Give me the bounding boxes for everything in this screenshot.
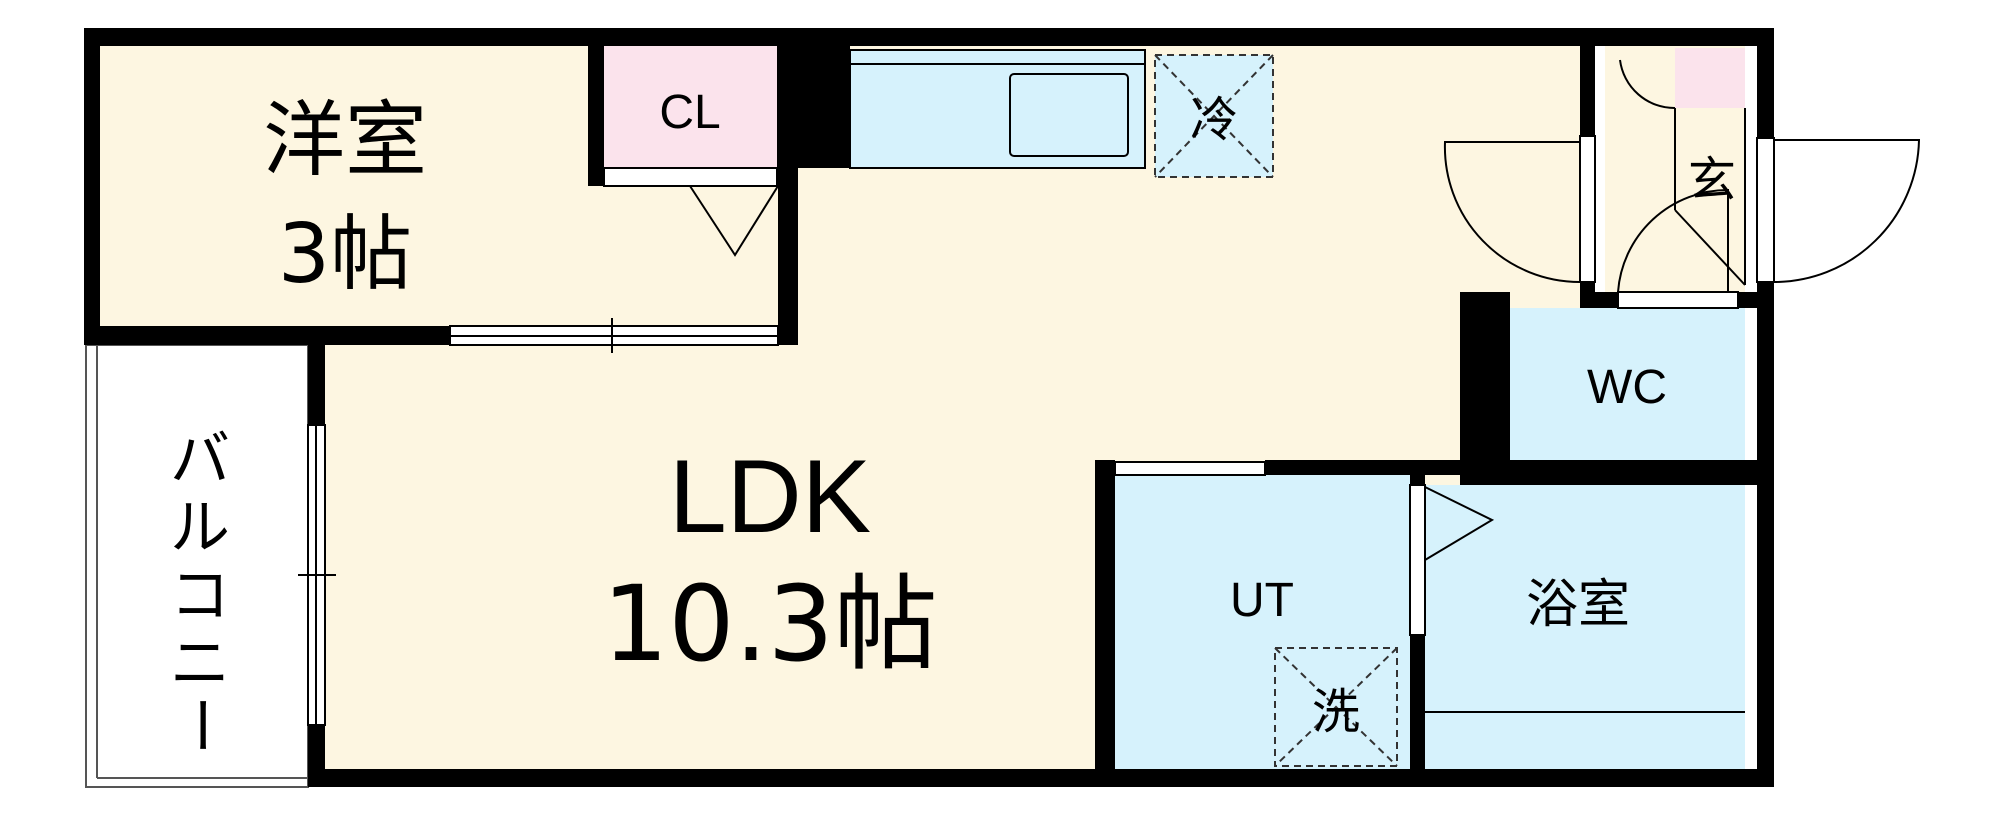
utility-top-opening: [1114, 461, 1266, 476]
entrance-label: 玄: [1688, 152, 1736, 208]
wall-entrance-left-upper: [1580, 46, 1595, 136]
toilet-door-swing: [1617, 188, 1729, 293]
wall-bath-divider-lower: [1410, 635, 1425, 787]
closet-door-swing: [689, 185, 779, 257]
windows: [298, 318, 1426, 726]
western-room-size: 3帖: [278, 207, 412, 302]
balcony-label: バ ル コ ニ ー: [165, 425, 235, 755]
wall-western-bottom: [84, 326, 450, 345]
bath-door-frame: [1409, 484, 1426, 636]
entrance-step-a: [1619, 59, 1676, 110]
wall-toilet-bottom: [1460, 460, 1774, 485]
entrance-doors: [1443, 59, 1921, 309]
balcony-char: ー: [165, 695, 235, 755]
walls: [84, 28, 1774, 787]
wall-entrance-left-lower: [1580, 282, 1595, 292]
washer-cross-b: [1274, 647, 1398, 767]
western-room-label: 洋室: [263, 93, 427, 188]
bath-door-swing: [1424, 486, 1495, 561]
utility-label: UT: [1230, 574, 1294, 627]
wall-closet-left: [588, 46, 604, 186]
ldk-size: 10.3帖: [602, 563, 938, 685]
balcony-char: バ: [170, 425, 230, 495]
washer-label: 洗: [1312, 684, 1360, 740]
refrigerator-cross-b: [1154, 54, 1274, 178]
refrigerator-label: 冷: [1190, 92, 1238, 148]
bathroom-floor: [1425, 485, 1745, 769]
entrance-outer-door: [1756, 137, 1775, 283]
wall-toilet-left: [1460, 292, 1510, 475]
closet-door-frame: [603, 167, 778, 187]
entrance-inner-door: [1579, 135, 1596, 283]
balcony-char: コ: [170, 561, 230, 631]
toilet-label: WC: [1587, 361, 1667, 414]
wall-bottom: [308, 769, 1774, 787]
bathroom-label: 浴室: [1526, 575, 1630, 635]
ldk-label: LDK: [669, 439, 871, 555]
entrance-outer-door-swing: [1773, 139, 1921, 283]
wall-bath-divider-top: [1410, 475, 1425, 485]
wall-left-western: [84, 28, 100, 345]
wall-entrance-bottom-right: [1738, 292, 1774, 308]
balcony-floor: [85, 344, 309, 788]
kitchen-sink: [1009, 73, 1129, 157]
toilet-door-frame: [1617, 291, 1739, 309]
wall-western-right: [778, 168, 798, 345]
wall-ldk-left-upper: [308, 345, 325, 425]
wall-closet-pillar: [777, 46, 850, 168]
entrance-inner-door-swing: [1443, 141, 1581, 283]
wall-entrance-bottom-left: [1580, 292, 1618, 308]
closet-floor: [604, 46, 777, 168]
wall-utility-top-right: [1265, 460, 1460, 475]
wall-top: [84, 28, 1774, 46]
balcony-char: ニ: [170, 629, 230, 699]
wall-right-lower: [1757, 282, 1774, 787]
wall-right-upper: [1757, 28, 1774, 138]
balcony-char: ル: [170, 493, 230, 563]
closet-label: CL: [659, 86, 720, 139]
shoe-cabinet: [1675, 48, 1745, 108]
wall-utility-left: [1095, 460, 1115, 787]
toilet-floor: [1510, 308, 1745, 460]
